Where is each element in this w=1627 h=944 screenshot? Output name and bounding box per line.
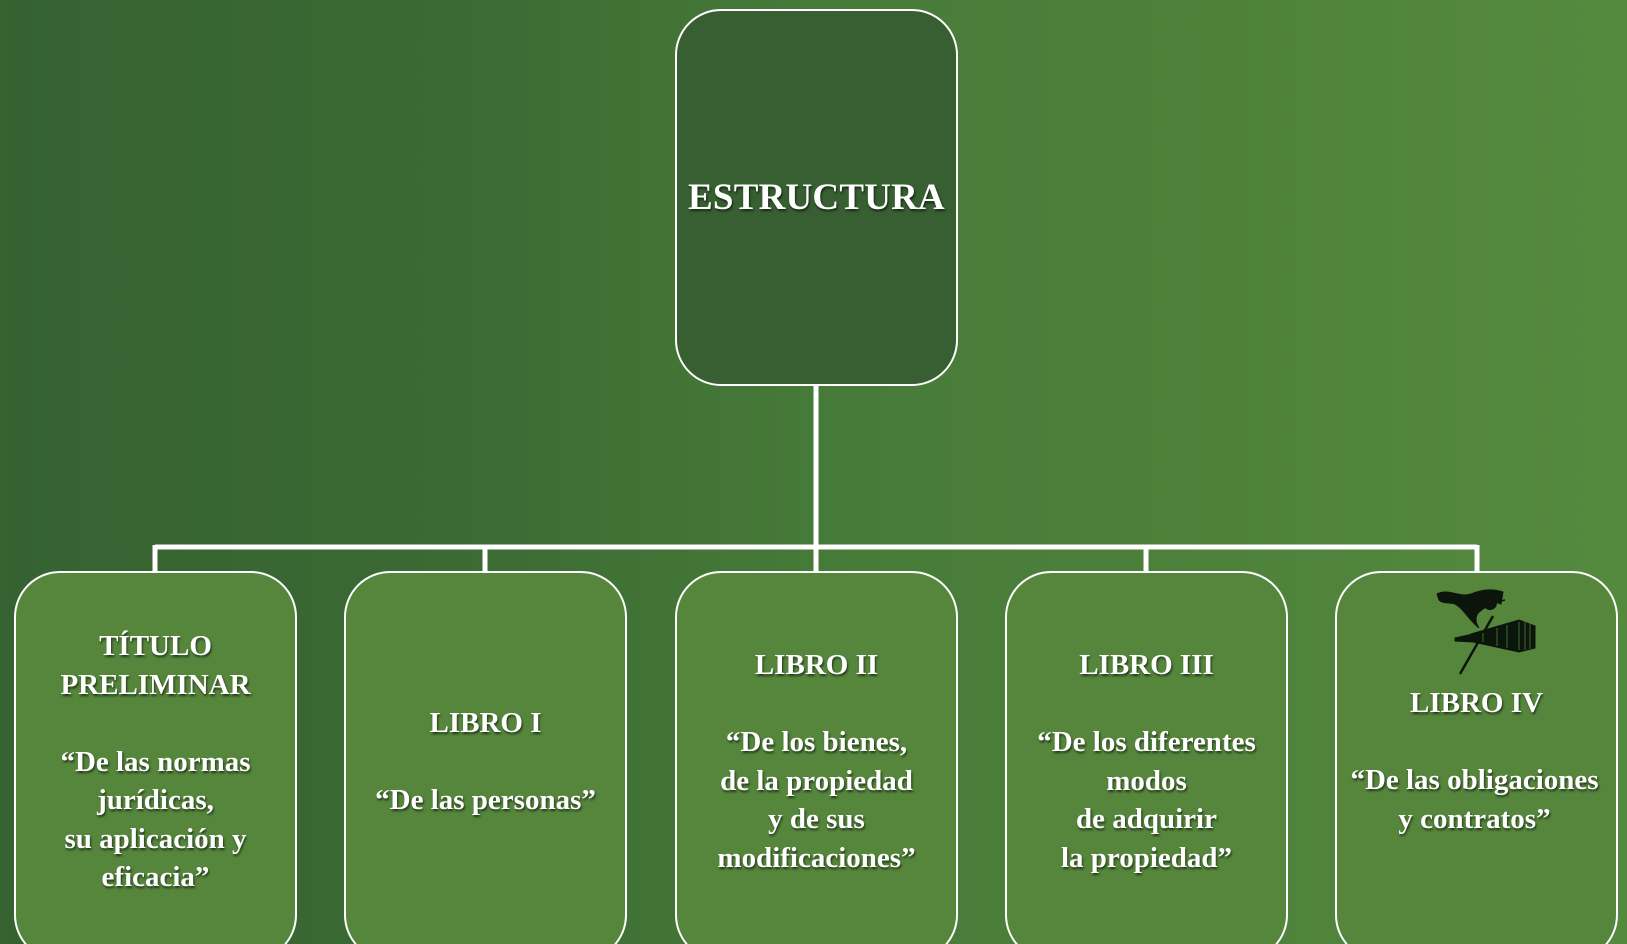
node-description: “De las obligaciones [1350, 764, 1599, 796]
flag-and-horn-icon [1436, 589, 1536, 675]
node-heading: LIBRO I [429, 707, 542, 739]
node-heading: LIBRO IV [1410, 687, 1543, 719]
node-description: “De las normas [60, 745, 251, 778]
node-description: “De los diferentes [1037, 726, 1256, 758]
node-description: y contratos” [1398, 802, 1551, 835]
node-libro-i: LIBRO I “De las personas” [344, 571, 627, 944]
node-description: su aplicación y [64, 822, 247, 855]
node-description: la propiedad” [1060, 841, 1233, 874]
node-description: eficacia” [101, 861, 210, 893]
node-titulo-preliminar: TÍTULO PRELIMINAR “De las normas jurídic… [14, 571, 297, 944]
node-libro-iv: LIBRO IV “De las obligaciones y contrato… [1335, 571, 1618, 944]
node-description: jurídicas, [97, 784, 214, 816]
root-title: ESTRUCTURA [688, 177, 945, 218]
node-description: “De las personas” [375, 784, 596, 816]
node-description: y de sus [768, 803, 865, 835]
node-description: “De los bienes, [725, 726, 908, 758]
node-libro-ii: LIBRO II “De los bienes, de la propiedad… [675, 571, 958, 944]
node-heading: LIBRO III [1079, 649, 1214, 681]
node-description: modificaciones” [717, 841, 916, 874]
node-heading: TÍTULO [99, 630, 212, 662]
node-libro-iii: LIBRO III “De los diferentes modos de ad… [1005, 571, 1288, 944]
node-description: de adquirir [1075, 803, 1217, 835]
node-description: de la propiedad [720, 764, 913, 797]
node-heading: PRELIMINAR [60, 668, 251, 701]
root-node: ESTRUCTURA [675, 9, 958, 386]
node-description: modos [1106, 764, 1187, 797]
node-heading: LIBRO II [754, 649, 879, 681]
